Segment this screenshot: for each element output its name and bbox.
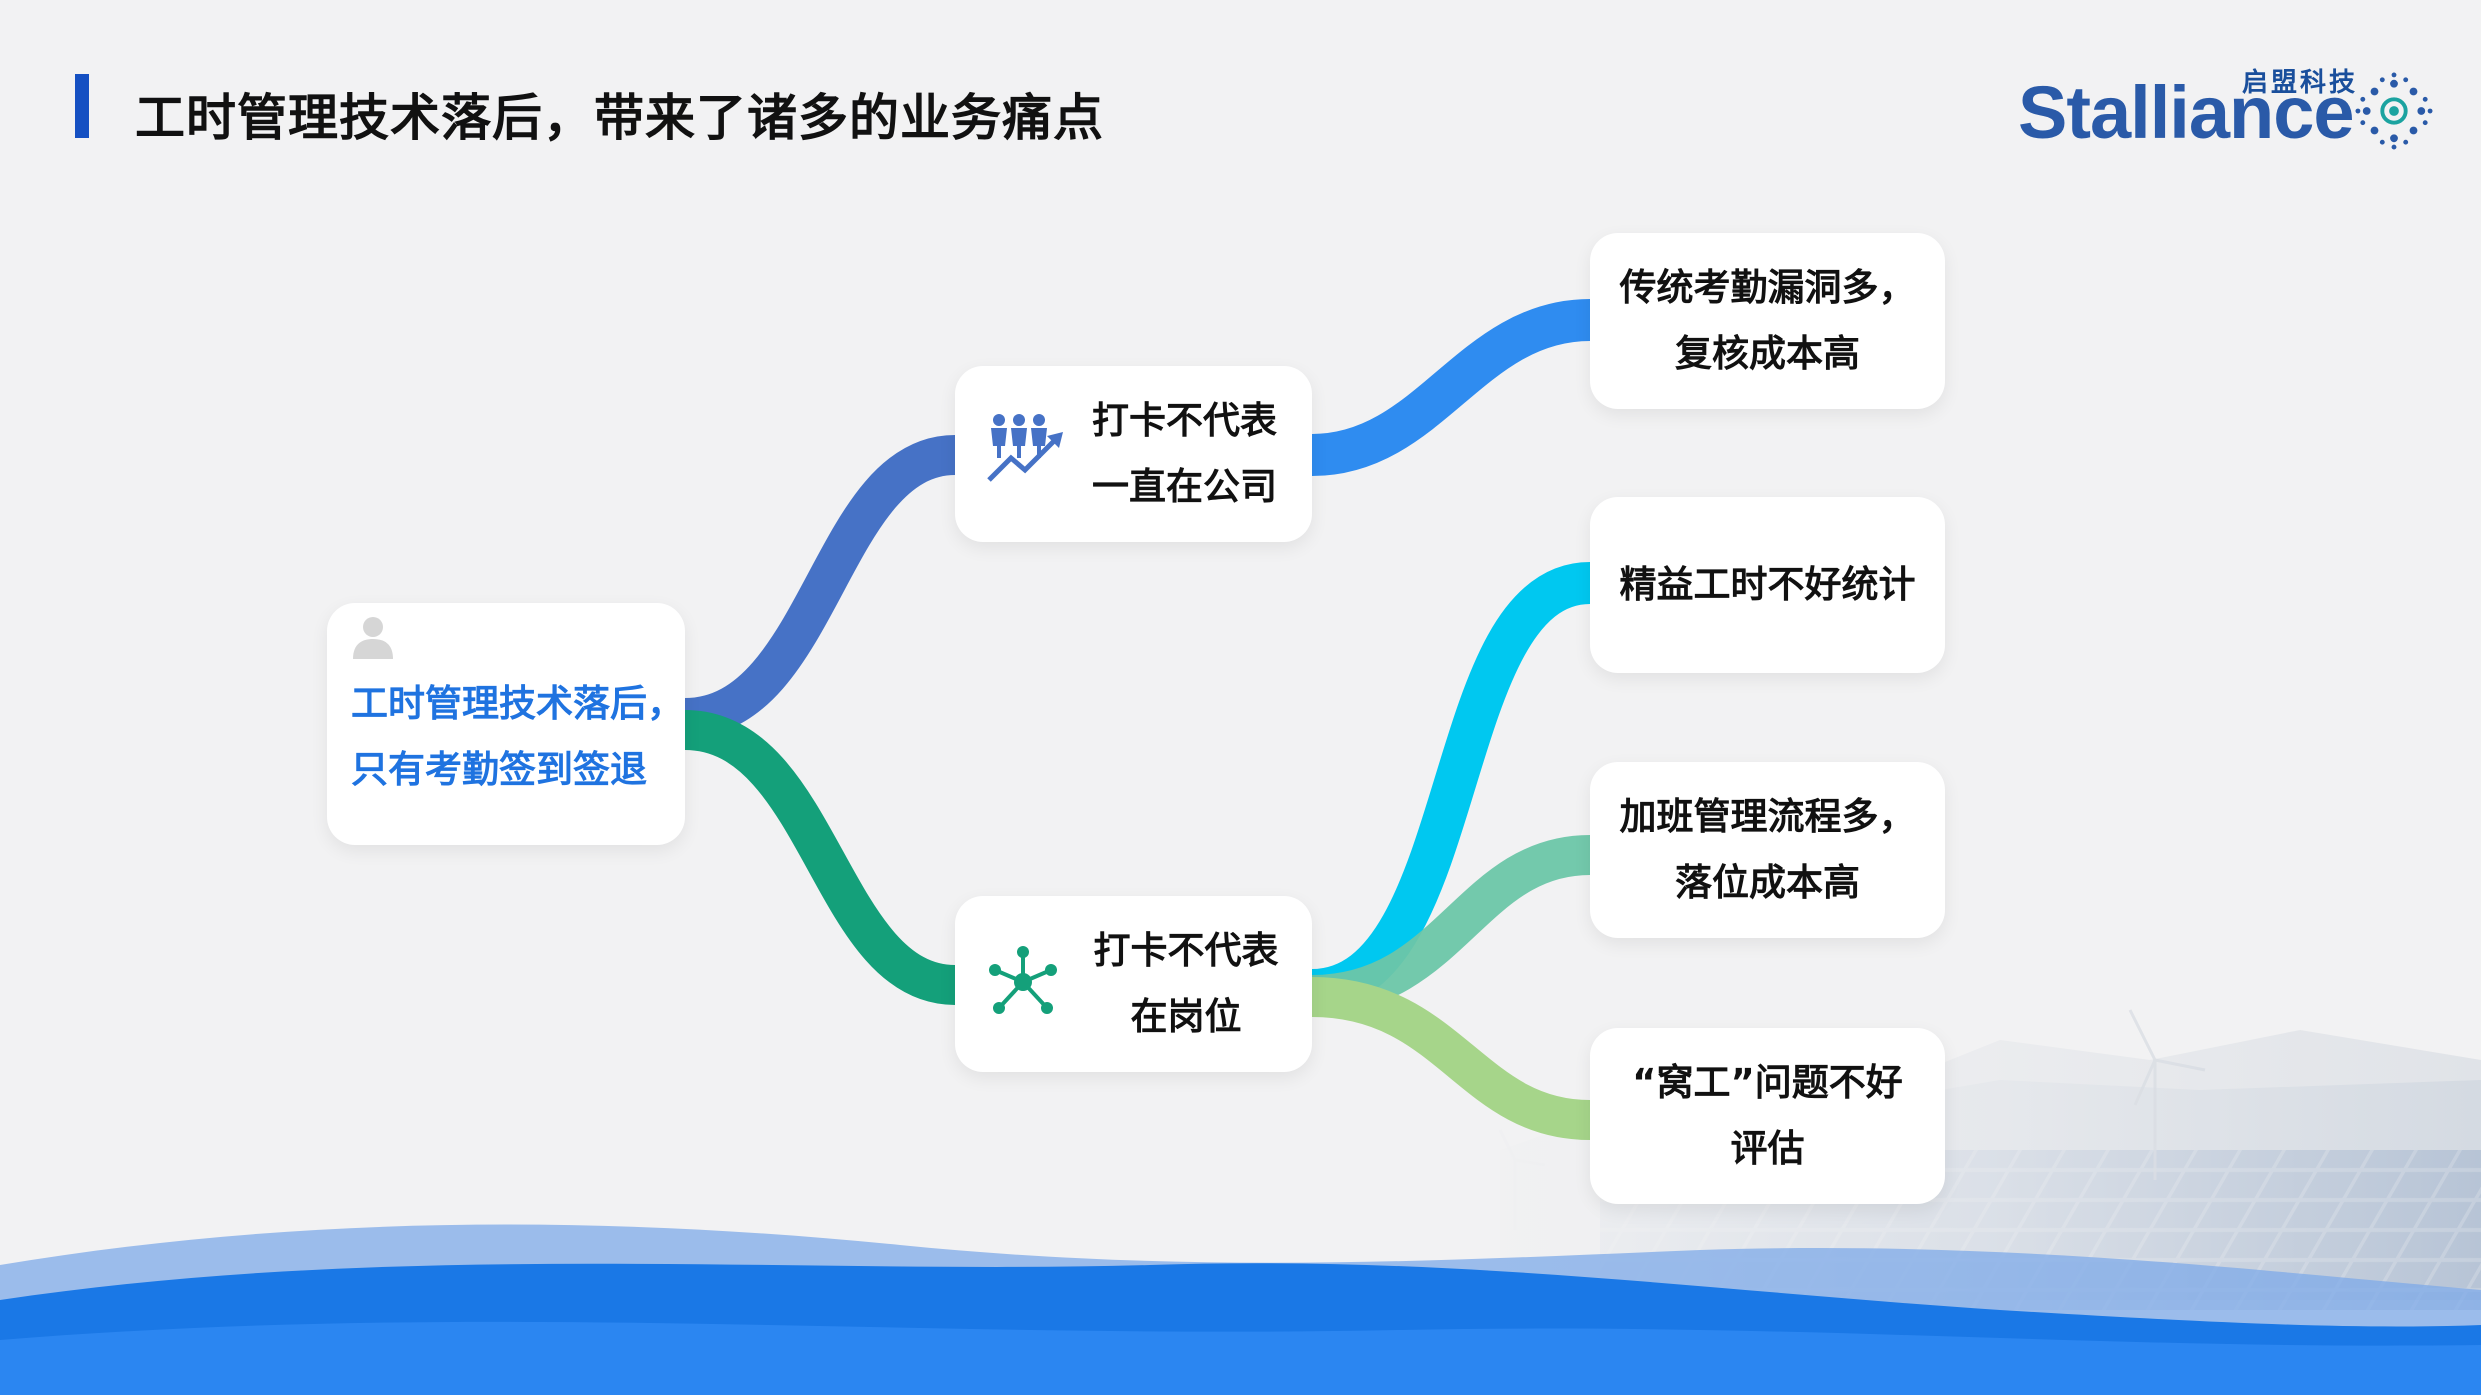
title-accent-bar xyxy=(75,74,89,138)
leaf-4-text: “窝工”问题不好 评估 xyxy=(1590,1050,1945,1182)
branch-card-1: 打卡不代表 一直在公司 xyxy=(955,366,1312,542)
leaf-card-3: 加班管理流程多， 落位成本高 xyxy=(1590,762,1945,938)
branch-2-line: 打卡不代表 xyxy=(1093,929,1279,972)
branch-1-text: 打卡不代表 一直在公司 xyxy=(1092,388,1277,520)
leaf-4-line: 评估 xyxy=(1730,1127,1805,1170)
branch-1-line: 一直在公司 xyxy=(1092,465,1277,508)
leaf-2-text: 精益工时不好统计 xyxy=(1590,552,1945,618)
leaf-card-1: 传统考勤漏洞多， 复核成本高 xyxy=(1590,233,1945,409)
branch-2-line: 在岗位 xyxy=(1130,995,1242,1038)
root-text: 工时管理技术落后， 只有考勤签到签退 xyxy=(351,671,684,803)
connector-branch1-to-leaf1 xyxy=(1311,299,1591,476)
company-logo: Stalliance 启盟科技 xyxy=(2010,62,2440,154)
leaf-3-line: 加班管理流程多， xyxy=(1619,795,1916,838)
leaf-3-text: 加班管理流程多， 落位成本高 xyxy=(1590,784,1945,916)
network-icon xyxy=(989,946,1057,1014)
leaf-1-line: 复核成本高 xyxy=(1675,332,1860,375)
connector-branch2-to-leaf3 xyxy=(1311,835,1591,1015)
branch-2-text: 打卡不代表 在岗位 xyxy=(1092,918,1280,1050)
root-text-line: 工时管理技术落后， xyxy=(351,682,684,725)
leaf-4-line: “窝工”问题不好 xyxy=(1632,1061,1903,1104)
branch-card-2: 打卡不代表 在岗位 xyxy=(955,896,1312,1072)
people-growth-icon xyxy=(987,414,1063,482)
leaf-card-2: 精益工时不好统计 xyxy=(1590,497,1945,673)
root-card: 工时管理技术落后， 只有考勤签到签退 xyxy=(327,603,685,845)
connector-root-to-branch2 xyxy=(683,710,957,1005)
logo-chinese-name: 启盟科技 xyxy=(2242,68,2359,98)
wave-highlight xyxy=(0,1321,2481,1395)
branch-1-line: 打卡不代表 xyxy=(1092,399,1277,442)
leaf-2-line: 精益工时不好统计 xyxy=(1619,563,1916,606)
leaf-3-line: 落位成本高 xyxy=(1675,861,1860,904)
logo-wordmark: Stalliance xyxy=(2018,71,2355,154)
logo-mark-icon xyxy=(2355,72,2433,150)
leaf-card-4: “窝工”问题不好 评估 xyxy=(1590,1028,1945,1204)
connector-branch2-to-leaf4 xyxy=(1311,977,1591,1140)
page-title: 工时管理技术落后，带来了诸多的业务痛点 xyxy=(135,89,1104,147)
connector-root-to-branch1 xyxy=(683,435,957,738)
root-text-line: 只有考勤签到签退 xyxy=(351,748,647,791)
person-icon xyxy=(353,617,393,659)
leaf-1-text: 传统考勤漏洞多， 复核成本高 xyxy=(1590,255,1945,387)
leaf-1-line: 传统考勤漏洞多， xyxy=(1619,266,1916,309)
